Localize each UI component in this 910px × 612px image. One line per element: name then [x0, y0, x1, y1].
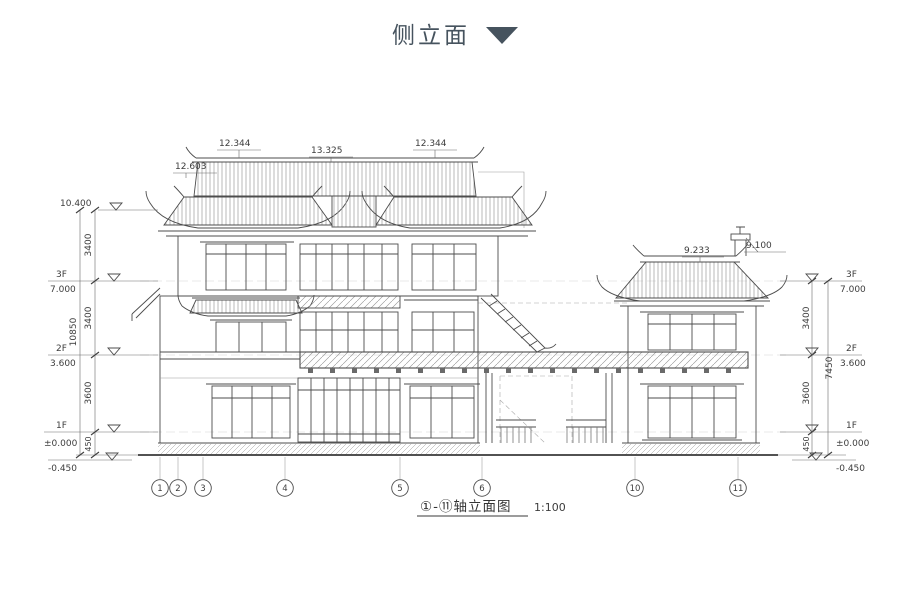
left-1f-elev: ±0.000 [44, 439, 78, 449]
annex-finial-label: 9.100 [746, 241, 772, 251]
roof-label-middle: 13.325 [311, 146, 343, 156]
axis-bubble-label: 2 [175, 484, 180, 494]
walkway-railing-right [566, 419, 606, 443]
left-3f-label: 3F [56, 270, 67, 280]
axis-bubble [151, 479, 169, 497]
roof-label-left: 12.344 [219, 139, 251, 149]
axis-grid: 1 2 3 4 5 6 10 11 [151, 457, 747, 497]
walkway-corbels [302, 368, 746, 373]
level-10400-label: 10.400 [60, 199, 92, 209]
left-3f-elev: 7.000 [50, 285, 76, 295]
axis-bubble [194, 479, 212, 497]
right-3f-elev: 7.000 [840, 285, 866, 295]
axis-bubble-label: 5 [397, 484, 402, 494]
covered-walkway [299, 351, 749, 443]
right-ground-elev: -0.450 [836, 464, 865, 474]
balcony-slab [297, 295, 401, 309]
axis-bubble [391, 479, 409, 497]
main-1f-windows [206, 377, 480, 443]
axis-bubble-label: 10 [630, 484, 641, 494]
axis-bubble-label: 11 [733, 484, 744, 494]
page-title: 侧立面 [392, 23, 470, 49]
right-2f-elev: 3.600 [840, 359, 866, 369]
dim-left-3f: 3400 [84, 233, 94, 256]
right-dimensions: 3400 3600 450 7450 3F 7.000 2F 3.600 1F … [778, 270, 870, 474]
caption-text: ①-⑪轴立面图 [420, 499, 511, 515]
roof-label-right: 12.344 [415, 139, 447, 149]
annex-1f-window [640, 383, 744, 441]
axis-bubble-label: 4 [282, 484, 287, 494]
axis-bubble [729, 479, 747, 497]
walkway-posts [485, 373, 613, 443]
title-triangle-icon [486, 27, 518, 44]
ground-and-plinth [138, 442, 778, 456]
axis-bubble-label: 3 [200, 484, 205, 494]
walkway-railing-left [496, 419, 536, 443]
dim-left-base: 450 [84, 436, 93, 451]
axis-bubble-label: 6 [479, 484, 484, 494]
roof-elevation-labels: 12.344 13.325 12.344 12.603 9.233 9.100 [173, 139, 786, 262]
dim-right-base: 450 [802, 436, 811, 451]
axis-bubble [626, 479, 644, 497]
dim-left-1f: 3600 [84, 381, 94, 404]
axis-bubble [276, 479, 294, 497]
dim-left-2f: 3400 [84, 306, 94, 329]
left-2f-elev: 3.600 [50, 359, 76, 369]
dim-right-3f: 3400 [802, 306, 812, 329]
axis-bubble [473, 479, 491, 497]
axis-bubble-label: 1 [157, 484, 162, 494]
annex-building [596, 226, 788, 444]
main-2f-windows [210, 311, 475, 353]
annex-ridge-label: 9.233 [684, 246, 710, 256]
entrance-canopy-roof [177, 294, 315, 317]
left-pent-roof [131, 287, 161, 321]
left-dimensions: 3400 3400 3600 450 10850 10.400 3F 7.000… [44, 199, 158, 474]
dim-right-1f: 3600 [802, 381, 812, 404]
drawing-title-bar: 侧立面 [0, 16, 910, 50]
main-building [131, 146, 557, 444]
side-sloped-roof [480, 293, 557, 353]
dim-left-total: 10850 [69, 317, 79, 346]
annex-chimney [730, 226, 751, 256]
roof-label-eave: 12.603 [175, 162, 207, 172]
dim-right-total: 7450 [825, 356, 835, 379]
caption: ①-⑪轴立面图 1:100 [417, 499, 566, 517]
main-roof [145, 146, 547, 229]
right-1f-label: 1F [846, 421, 857, 431]
right-1f-elev: ±0.000 [836, 439, 870, 449]
right-2f-label: 2F [846, 344, 857, 354]
left-ground-elev: -0.450 [48, 464, 77, 474]
axis-bubble [169, 479, 187, 497]
annex-2f-window [640, 311, 744, 351]
left-1f-label: 1F [56, 421, 67, 431]
main-3f-windows [200, 241, 477, 291]
caption-scale: 1:100 [534, 501, 566, 514]
right-3f-label: 3F [846, 270, 857, 280]
left-2f-label: 2F [56, 344, 67, 354]
